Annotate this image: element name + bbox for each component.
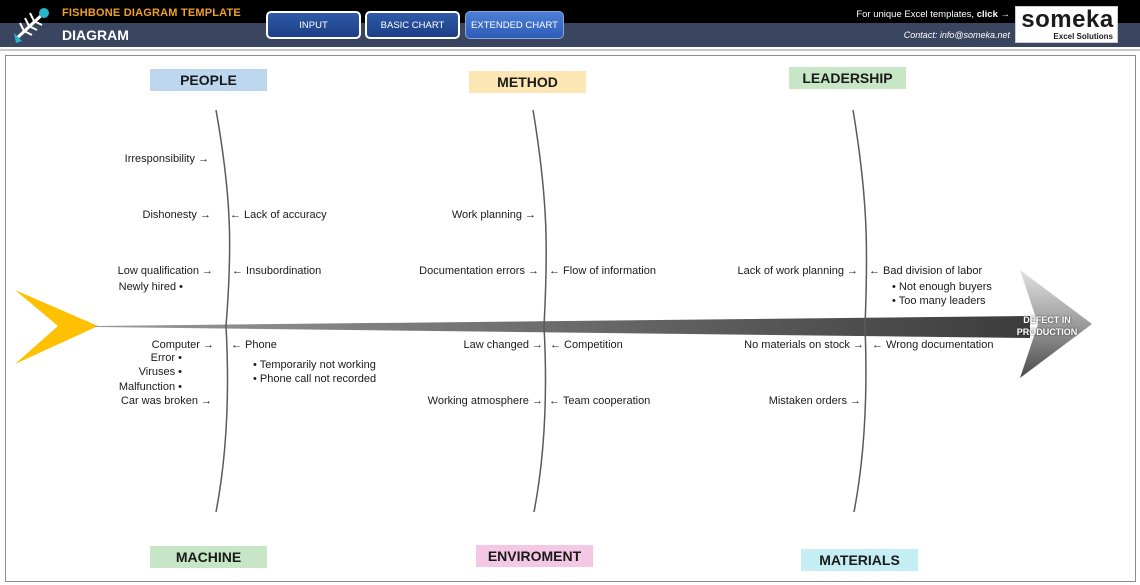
cause-phone-call-not-recorded: • Phone call not recorded (253, 373, 377, 385)
bone-leadership (852, 109, 868, 327)
cause-competition: ← Competition (550, 339, 623, 351)
cause-malfunction: Malfunction • (118, 381, 182, 393)
header-bar: FISHBONE DIAGRAM TEMPLATE DIAGRAM INPUT … (0, 0, 1140, 47)
cause-documentation-errors: Documentation errors → (419, 265, 539, 277)
page-title: DIAGRAM (62, 27, 129, 43)
templates-label: For unique Excel templates, (856, 9, 977, 20)
cause-no-materials-on-stock: No materials on stock → (744, 339, 864, 351)
cause-error: Error • (150, 352, 182, 364)
category-machine: MACHINE (150, 546, 267, 568)
someka-logo[interactable]: someka Excel Solutions (1015, 6, 1118, 43)
app-title: FISHBONE DIAGRAM TEMPLATE (62, 7, 241, 19)
bone-machine (215, 325, 229, 513)
input-button[interactable]: INPUT (266, 11, 361, 39)
fishbone-logo-icon (14, 8, 49, 43)
bone-method (532, 109, 548, 327)
header-separator (0, 49, 1140, 51)
cause-viruses: Viruses • (138, 366, 182, 378)
cause-working-atmosphere: Working atmosphere → (427, 395, 543, 407)
templates-text: For unique Excel templates, click → (856, 9, 1010, 20)
cause-law-changed: Law changed → (463, 339, 544, 351)
effect-line-1: DEFECT IN (1023, 315, 1071, 325)
cause-flow-of-information: ← Flow of information (549, 265, 656, 277)
cause-dishonesty: Dishonesty → (142, 209, 211, 221)
cause-low-qualification: Low qualification → (117, 265, 213, 277)
category-materials: MATERIALS (801, 549, 918, 571)
basic-chart-button[interactable]: BASIC CHART (365, 11, 460, 39)
cause-wrong-documentation: ← Wrong documentation (872, 339, 994, 351)
cause-phone: ← Phone (231, 339, 277, 351)
cause-irresponsibility: Irresponsibility → (124, 153, 209, 165)
cause-too-many-leaders: • Too many leaders (892, 295, 986, 307)
cause-team-cooperation: ← Team cooperation (549, 395, 651, 407)
cause-lack-of-accuracy: ← Lack of accuracy (230, 209, 327, 221)
cause-car-was-broken: Car was broken → (120, 395, 212, 407)
cause-bad-division-of-labor: ← Bad division of labor (869, 265, 983, 277)
bone-enviroment (533, 325, 547, 513)
category-people: PEOPLE (150, 69, 267, 91)
cause-not-enough-buyers: • Not enough buyers (892, 281, 992, 293)
effect-line-2: PRODUCTION (1016, 327, 1078, 337)
cause-lack-of-work-planning: Lack of work planning → (737, 265, 858, 277)
category-leadership: LEADERSHIP (789, 67, 906, 89)
cause-temporarily-not-working: • Temporarily not working (253, 359, 376, 371)
templates-link[interactable]: click → (976, 9, 1010, 20)
cause-newly-hired: Newly hired • (118, 281, 183, 293)
fish-head-arrow (1020, 270, 1092, 378)
bone-materials (853, 325, 867, 513)
header-subbar (0, 23, 1140, 47)
brand-subtitle: Excel Solutions (1053, 32, 1113, 41)
category-method: METHOD (469, 71, 586, 93)
cause-work-planning: Work planning → (451, 209, 536, 221)
extended-chart-button[interactable]: EXTENDED CHART (465, 11, 564, 39)
cause-mistaken-orders: Mistaken orders → (768, 395, 861, 407)
fish-tail (15, 290, 98, 364)
cause-computer: Computer → (151, 339, 214, 351)
fish-spine (95, 316, 1030, 338)
contact-email[interactable]: Contact: info@someka.net (903, 30, 1010, 40)
effect-label: DEFECT IN PRODUCTION (1012, 314, 1082, 338)
category-enviroment: ENVIROMENT (476, 545, 593, 567)
bone-people (215, 109, 231, 327)
diagram-frame (5, 55, 1136, 582)
cause-insubordination: ← Insubordination (232, 265, 322, 277)
brand-name: someka (1021, 6, 1114, 33)
